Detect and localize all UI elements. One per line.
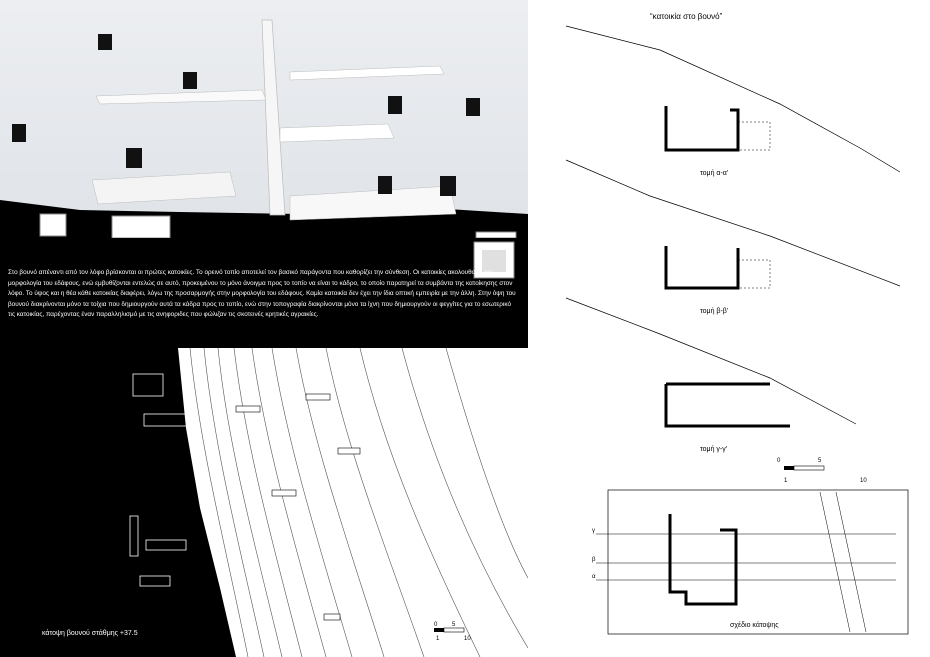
site-plan-drawing: 0 5 1 10: [0, 348, 528, 657]
house-plan-thumbnail: [473, 241, 515, 279]
description-text: Στο βουνό απέναντι από τον λόφο βρίσκοντ…: [8, 269, 516, 319]
render-drawing: [0, 19, 528, 238]
mark-alpha: α: [592, 574, 596, 580]
site-caption: κάτοψη βουνού στάθμης +37.5: [42, 630, 138, 637]
scale-0: 0: [777, 458, 781, 464]
site-plan: 0 5 1 10 κάτοψη βουνού στάθμης +37.5: [0, 348, 528, 657]
description-block: Στο βουνό απέναντι από τον λόφο βρίσκοντ…: [0, 238, 528, 348]
mark-beta: β: [592, 557, 596, 563]
section-a-label: τομή α-α': [700, 170, 729, 177]
plan-caption: σχέδιο κάτοψης: [730, 622, 779, 629]
mountain-render: [0, 0, 528, 238]
section-b-label: τομή β-β': [700, 308, 729, 315]
page-title: “κατοικία στο βουνό”: [650, 12, 723, 21]
site-scale-5: 5: [452, 622, 456, 628]
site-scale-0: 0: [434, 622, 438, 628]
scale-1: 1: [784, 478, 788, 484]
scale-5: 5: [818, 458, 822, 464]
mark-gamma: γ: [592, 528, 595, 534]
site-scale-10: 10: [464, 636, 471, 642]
site-scale-1: 1: [436, 636, 440, 642]
section-c-label: τομή γ-γ': [700, 446, 728, 453]
scale-10: 10: [860, 478, 867, 484]
